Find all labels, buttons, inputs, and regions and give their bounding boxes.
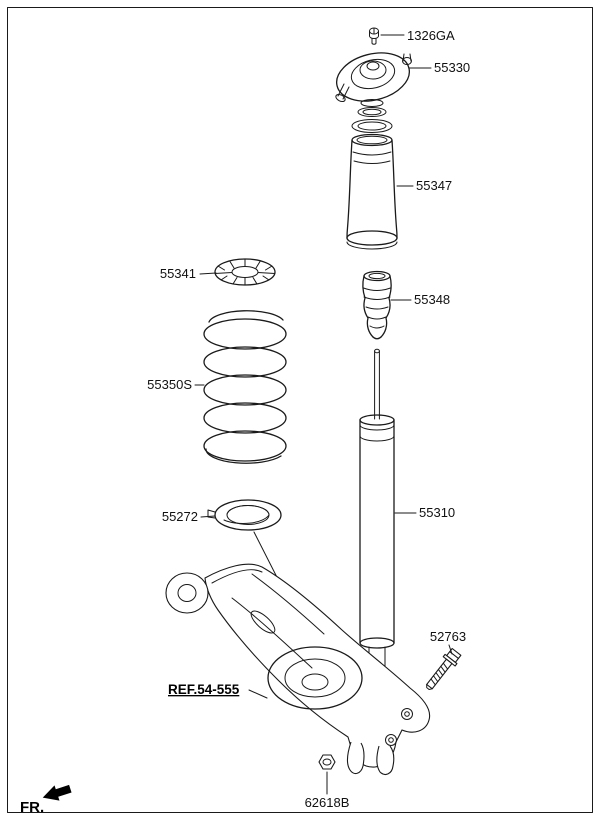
part-spring-upper-pad	[214, 258, 276, 286]
part-mount-bolt	[426, 647, 462, 690]
leader-lines	[194, 34, 453, 795]
part-lock-nut	[318, 754, 336, 770]
label-spring-lower-pad[interactable]: 55272	[162, 509, 198, 524]
front-arrow-icon	[42, 784, 72, 801]
part-dust-cover	[346, 133, 398, 250]
leader-mount-bolt	[448, 644, 453, 655]
label-lock-nut[interactable]: 62618B	[305, 795, 350, 810]
label-bump-stopper[interactable]: 55348	[414, 292, 450, 307]
front-marker: FR.	[20, 784, 72, 816]
lower-arm	[165, 563, 431, 775]
leader-lower-pad	[200, 515, 216, 518]
part-shock-absorber	[359, 348, 395, 699]
part-strut-mount	[335, 52, 412, 133]
page-frame	[7, 7, 593, 813]
label-top-bolt[interactable]: 1326GA	[407, 28, 455, 43]
label-dust-cover[interactable]: 55347	[416, 178, 452, 193]
label-spring-upper-pad[interactable]: 55341	[160, 266, 196, 281]
label-shock-absorber[interactable]: 55310	[419, 505, 455, 520]
front-marker-label: FR.	[20, 799, 44, 816]
part-coil-spring	[203, 310, 287, 464]
part-top-bolt	[369, 27, 379, 45]
part-spring-lower-pad	[207, 499, 282, 531]
label-mount-bolt[interactable]: 52763	[430, 629, 466, 644]
label-coil-spring[interactable]: 55350S	[147, 377, 192, 392]
label-strut-mount[interactable]: 55330	[434, 60, 470, 75]
leader-upper-pad	[199, 272, 217, 275]
leader-ref	[248, 689, 268, 699]
part-bump-stopper	[362, 270, 392, 340]
label-reference[interactable]: REF.54-555	[168, 682, 240, 697]
